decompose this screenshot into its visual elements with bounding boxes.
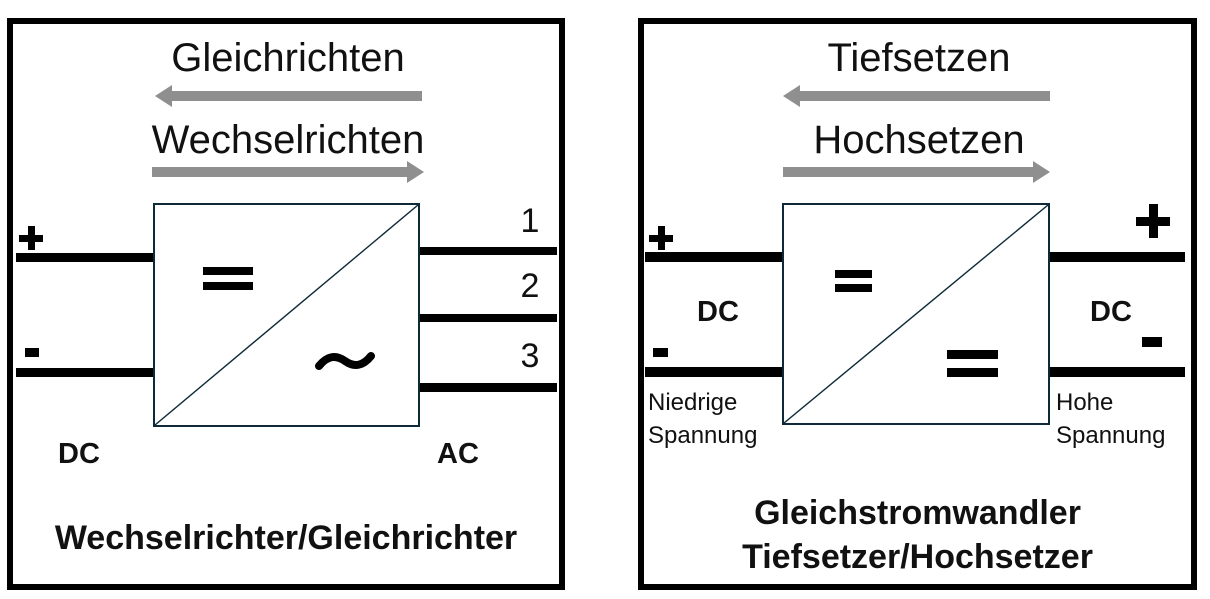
arrow-right-icon bbox=[152, 161, 424, 183]
dc-symbol-icon bbox=[835, 270, 872, 292]
ac-symbol-icon bbox=[315, 352, 375, 370]
dc-positive-wire bbox=[16, 253, 153, 262]
arrow-right-bar bbox=[152, 167, 409, 177]
dc-symbol-icon bbox=[203, 267, 253, 290]
high-voltage-negative-wire bbox=[1050, 367, 1185, 377]
phase-2-label: 2 bbox=[520, 267, 540, 305]
phase-3-label: 3 bbox=[520, 337, 540, 375]
low-voltage-label: Niedrige Spannung bbox=[648, 386, 757, 452]
buck-direction-label: Tiefsetzen bbox=[827, 36, 1011, 80]
low-voltage-label-line1: Niedrige bbox=[648, 389, 738, 416]
arrow-left-bar bbox=[170, 91, 422, 101]
minus-icon bbox=[25, 348, 39, 357]
dc-side-label: DC bbox=[58, 438, 100, 470]
ac-phase-2-wire bbox=[420, 314, 557, 322]
minus-icon bbox=[1142, 337, 1162, 347]
converter-diagonal-line bbox=[784, 205, 1048, 423]
high-voltage-positive-wire bbox=[1050, 252, 1185, 262]
low-voltage-negative-wire bbox=[645, 367, 782, 377]
low-voltage-dc-label: DC bbox=[697, 296, 739, 328]
dc-negative-wire bbox=[16, 368, 153, 377]
low-voltage-positive-wire bbox=[645, 252, 782, 262]
dc-ac-converter-box bbox=[153, 203, 420, 427]
plus-icon bbox=[649, 226, 673, 250]
arrow-left-head-icon bbox=[783, 85, 800, 107]
high-voltage-label-line2: Spannung bbox=[1056, 422, 1166, 449]
plus-icon bbox=[19, 226, 43, 250]
dc-dc-converter-panel: Tiefsetzen Hochsetzen bbox=[638, 18, 1197, 590]
dc-dc-converter-box bbox=[782, 203, 1050, 425]
minus-icon bbox=[653, 348, 668, 357]
high-voltage-label: Hohe Spannung bbox=[1056, 386, 1165, 452]
arrow-left-head-icon bbox=[155, 85, 172, 107]
arrow-right-bar bbox=[783, 167, 1035, 177]
rectify-direction-label: Gleichrichten bbox=[171, 36, 405, 80]
arrow-left-icon bbox=[155, 85, 422, 107]
arrow-right-head-icon bbox=[407, 161, 424, 183]
high-voltage-dc-label: DC bbox=[1090, 296, 1132, 328]
converter-diagonal-line bbox=[155, 205, 418, 425]
arrow-right-head-icon bbox=[1033, 161, 1050, 183]
dc-symbol-icon bbox=[947, 350, 998, 377]
low-voltage-label-line2: Spannung bbox=[648, 422, 758, 449]
right-panel-title-line1: Gleichstromwandler bbox=[754, 494, 1081, 532]
inverter-rectifier-panel: Gleichrichten Wechselrichten bbox=[7, 18, 565, 590]
arrow-left-icon bbox=[783, 85, 1050, 107]
arrow-left-bar bbox=[798, 91, 1050, 101]
ac-phase-1-wire bbox=[420, 247, 557, 255]
boost-direction-label: Hochsetzen bbox=[813, 118, 1025, 162]
ac-phase-3-wire bbox=[420, 383, 557, 392]
arrow-right-icon bbox=[783, 161, 1050, 183]
invert-direction-label: Wechselrichten bbox=[151, 118, 425, 162]
right-panel-title-line2: Tiefsetzer/Hochsetzer bbox=[742, 538, 1093, 576]
left-panel-title: Wechselrichter/Gleichrichter bbox=[54, 519, 518, 557]
phase-1-label: 1 bbox=[520, 202, 540, 240]
ac-side-label: AC bbox=[437, 438, 479, 470]
plus-icon bbox=[1136, 204, 1170, 238]
high-voltage-label-line1: Hohe bbox=[1056, 389, 1114, 416]
